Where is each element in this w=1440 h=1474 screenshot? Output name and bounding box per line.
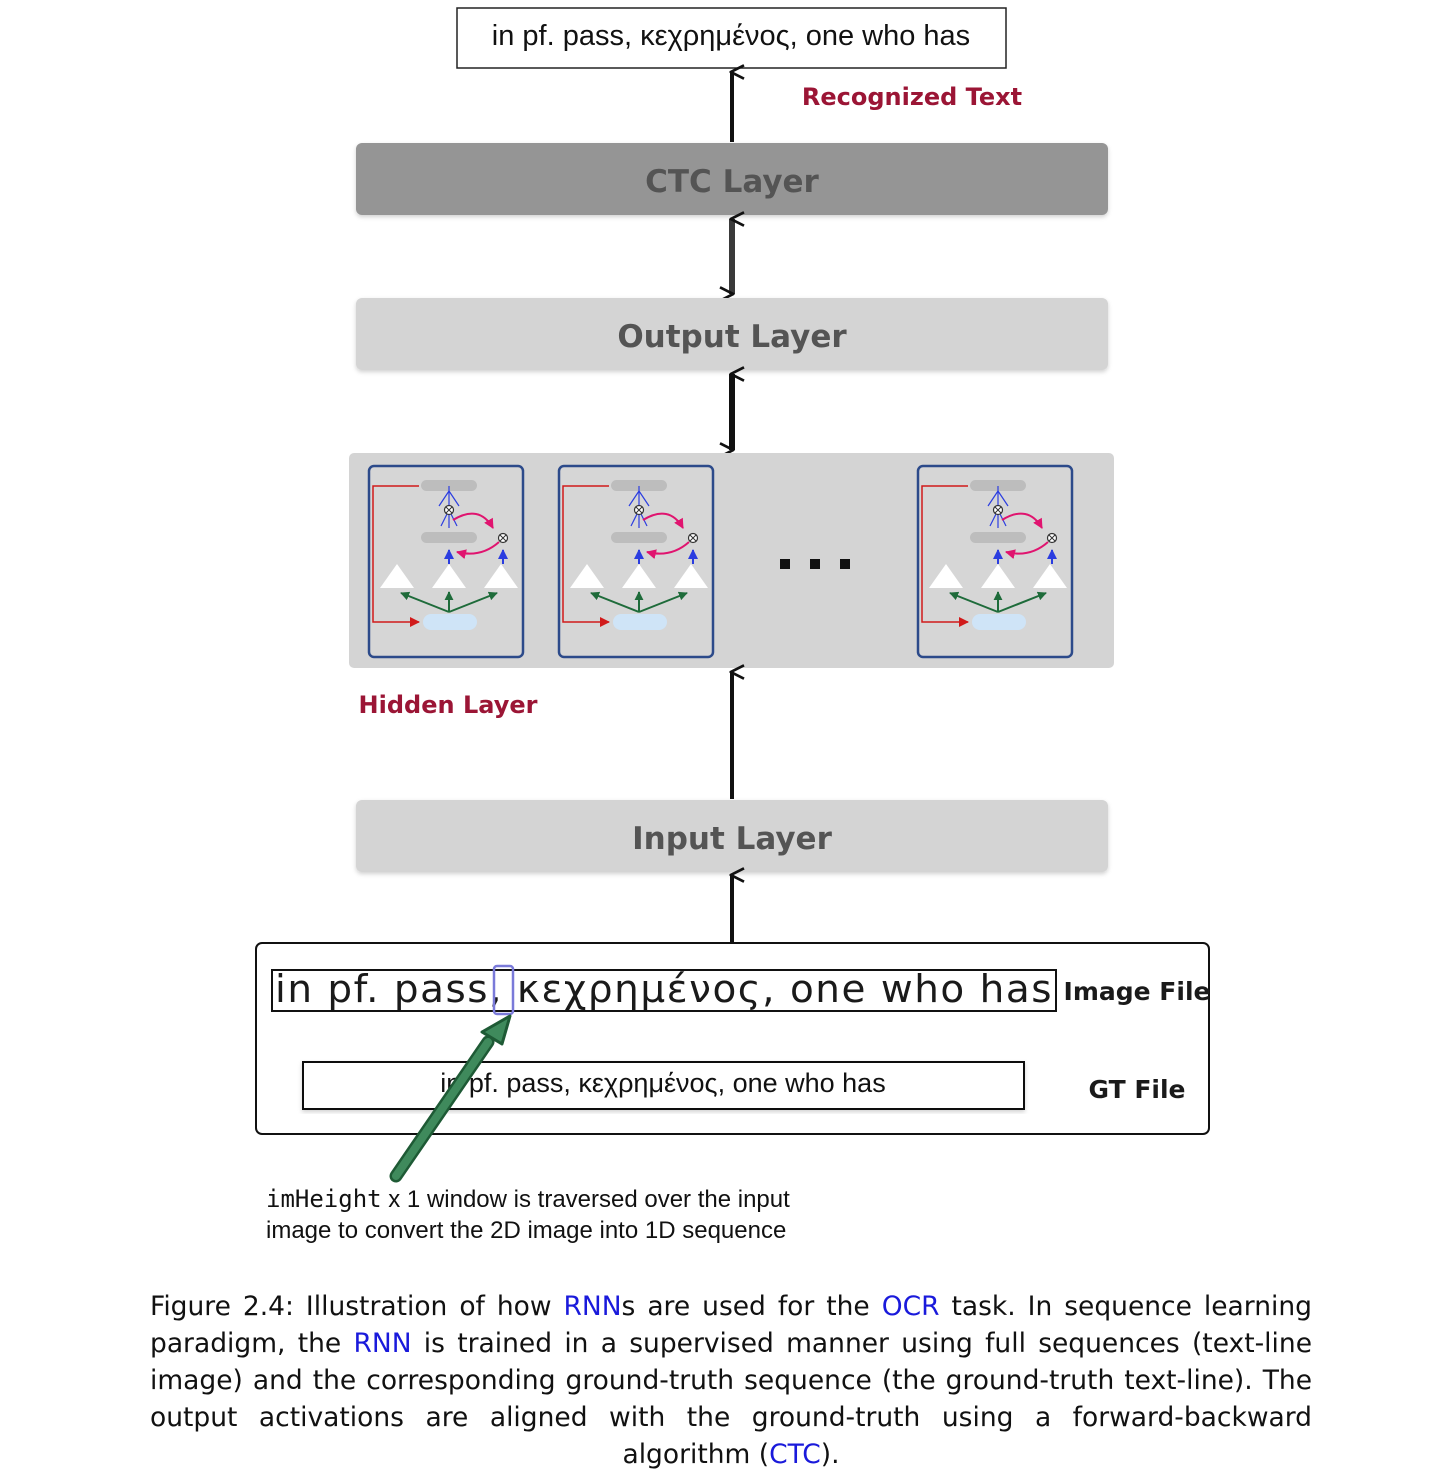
- lstm-cell-icon: [369, 466, 523, 657]
- recognized-text-label: Recognized Text: [802, 83, 1022, 111]
- gt-file-label: GT File: [1088, 1075, 1185, 1104]
- input-layer-box: [356, 800, 1108, 872]
- image-file-text: in pf. pass, κεχρημένος, one who has: [275, 967, 1053, 1011]
- window-note-code: imHeight: [266, 1185, 382, 1213]
- lstm-cell-icon: [559, 466, 713, 657]
- recognized-output-text: in pf. pass, κεχρημένος, one who has: [492, 20, 970, 52]
- recognized-output-box: [456, 7, 1007, 69]
- image-file-box: [271, 969, 1057, 1012]
- caption-link-rnn[interactable]: RNN: [353, 1328, 412, 1359]
- ctc-layer-box: [356, 143, 1108, 215]
- output-layer-label: Output Layer: [617, 319, 847, 355]
- rnn-ocr-diagram: in pf. pass, κεχρημένος, one who has Rec…: [255, 7, 1211, 1244]
- caption-link-ctc[interactable]: CTC: [769, 1439, 821, 1470]
- caption-text: Figure 2.4: Illustration of how: [150, 1291, 564, 1322]
- caption-text: task. In sequence learning paradigm, the: [150, 1291, 1312, 1359]
- caption-text: ).: [820, 1439, 840, 1470]
- hidden-layer-label: Hidden Layer: [359, 691, 538, 719]
- lstm-cell-icon: [918, 466, 1072, 657]
- gt-file-text: in pf. pass, κεχρημένος, one who has: [440, 1068, 885, 1098]
- window-note-line-2: image to convert the 2D image into 1D se…: [266, 1217, 786, 1244]
- window-pointer-arrow: [389, 1014, 512, 1183]
- image-file-label: Image File: [1064, 977, 1211, 1006]
- output-layer-box: [356, 298, 1108, 370]
- caption-link-rnn[interactable]: RNN: [563, 1291, 622, 1322]
- caption-link-ocr[interactable]: OCR: [881, 1291, 940, 1322]
- caption-text: is trained in a supervised manner using …: [150, 1328, 1312, 1470]
- ellipsis-dots: [780, 559, 850, 569]
- caption-text: s are used for the: [621, 1291, 882, 1322]
- gt-file-box: [302, 1061, 1025, 1110]
- window-note-rest: x 1 window is traversed over the input: [382, 1186, 791, 1213]
- sliding-window: [492, 964, 515, 1016]
- input-layer-label: Input Layer: [632, 821, 832, 857]
- figure-caption: Figure 2.4: Illustration of how RNNs are…: [150, 1288, 1312, 1473]
- window-note-line-1: imHeight x 1 window is traversed over th…: [266, 1185, 790, 1213]
- ctc-layer-label: CTC Layer: [645, 164, 819, 200]
